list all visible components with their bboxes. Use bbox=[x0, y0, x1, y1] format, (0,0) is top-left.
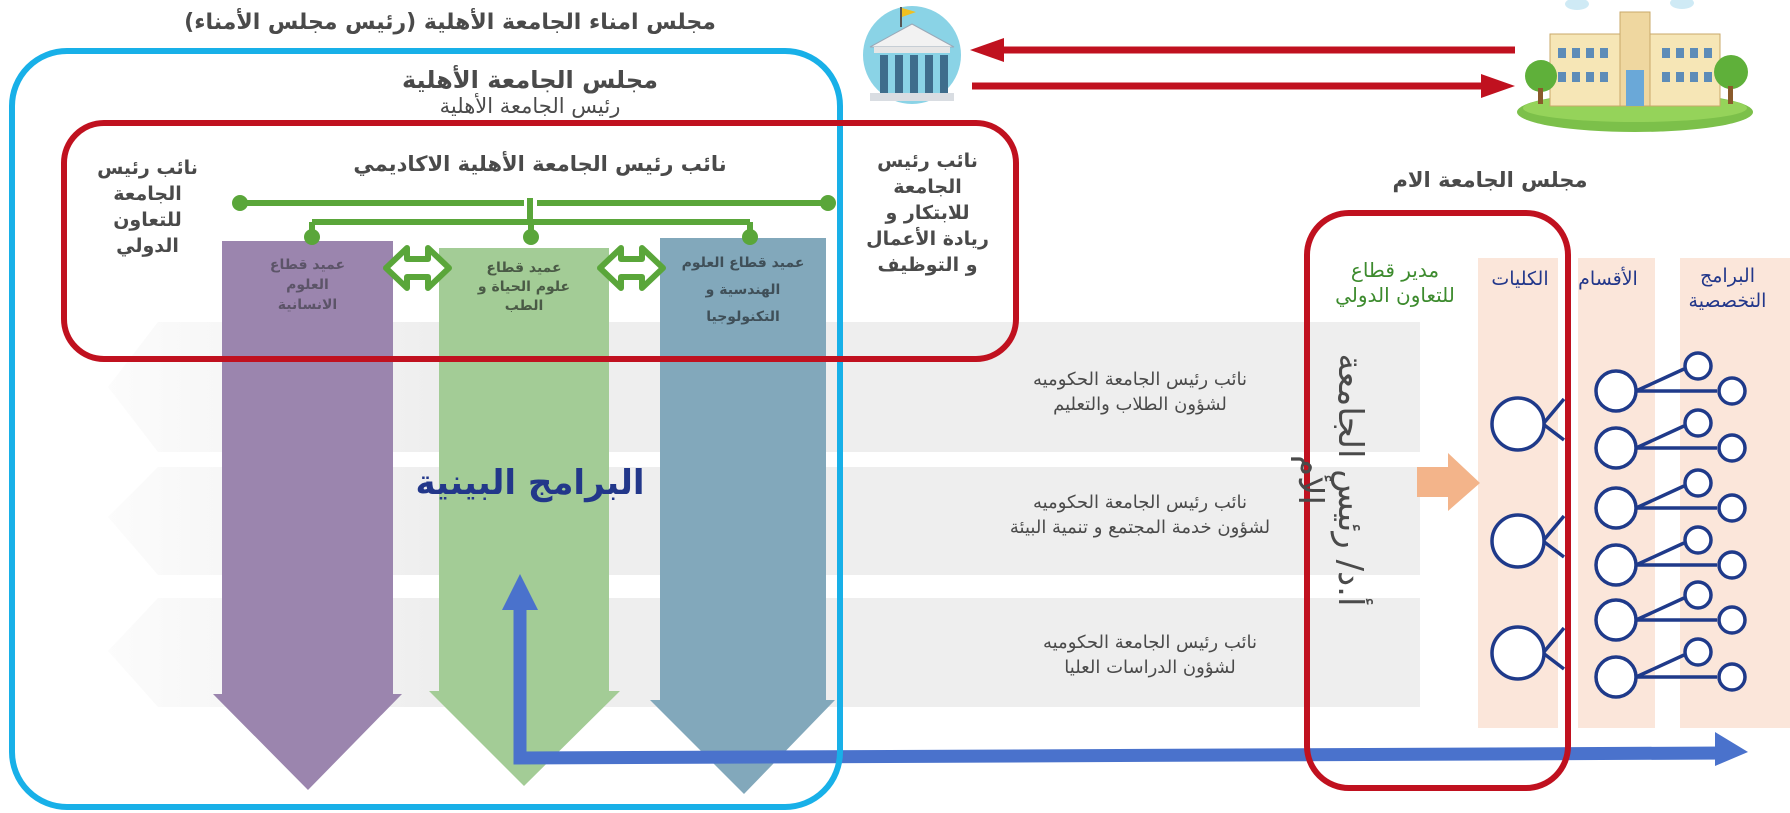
building-columns-icon bbox=[863, 6, 961, 104]
university-campus-icon bbox=[1517, 0, 1753, 132]
tree-branch bbox=[1635, 484, 1685, 510]
dean-columns bbox=[213, 238, 835, 794]
program-node bbox=[1683, 637, 1713, 667]
mother-president-vertical-label: أ.د/ رئيس الجامعة الأم bbox=[1290, 353, 1370, 607]
academic-vp-label: نائب رئيس الجامعة الأهلية الاكاديمي bbox=[353, 152, 727, 176]
private-council-title: مجلس الجامعة الأهلية bbox=[402, 66, 658, 94]
tree-branch bbox=[1541, 397, 1566, 426]
humanities-dean-label: عميد قطاع العلوم الانسانية bbox=[269, 257, 346, 313]
mother-council-title: مجلس الجامعة الام bbox=[1392, 168, 1588, 192]
interdisciplinary-programs-label: البرامج البينية bbox=[415, 463, 645, 503]
program-node bbox=[1683, 408, 1713, 438]
department-node bbox=[1594, 543, 1638, 587]
program-node bbox=[1683, 468, 1713, 498]
program-node bbox=[1717, 493, 1747, 523]
tree-branch bbox=[1541, 514, 1566, 543]
tree-branch bbox=[1635, 541, 1685, 567]
double-arrow-right bbox=[597, 245, 666, 291]
department-node bbox=[1594, 598, 1638, 642]
inter-column-links bbox=[383, 245, 666, 291]
gov-vp-students: نائب رئيس الجامعة الحكوميه لشؤون الطلاب … bbox=[1032, 369, 1248, 415]
program-node bbox=[1717, 662, 1747, 692]
specialized-programs-label: البرامج التخصصية bbox=[1688, 265, 1767, 312]
life-medicine-column-arrow bbox=[429, 248, 620, 786]
connector-nodes bbox=[232, 195, 836, 245]
department-node bbox=[1594, 486, 1638, 530]
gov-vp-graduate: نائب رئيس الجامعة الحكوميه لشؤون الدراسا… bbox=[1042, 632, 1258, 678]
board-of-trustees-frame bbox=[9, 48, 843, 810]
tree-branch bbox=[1635, 596, 1685, 622]
tree-branch bbox=[1635, 424, 1685, 450]
departments-label: الأقسام bbox=[1578, 268, 1638, 290]
engineering-dean-label: عميد قطاع العلوم الهندسية و التكنولوجيا bbox=[681, 255, 805, 325]
life-medicine-dean-label: عميد قطاع علوم الحياة و الطب bbox=[477, 260, 571, 314]
tree-branch bbox=[1541, 651, 1566, 671]
department-node bbox=[1594, 655, 1638, 699]
program-node bbox=[1717, 433, 1747, 463]
mother-structure-columns bbox=[1478, 258, 1790, 728]
college-node bbox=[1490, 396, 1546, 452]
private-council-subtitle: رئيس الجامعة الأهلية bbox=[439, 94, 621, 118]
innovation-vp-label: نائب رئيس الجامعة للابتكار و ريادة الأعم… bbox=[866, 150, 989, 276]
tree-branch bbox=[1635, 653, 1685, 679]
program-node bbox=[1717, 550, 1747, 580]
tree-branch bbox=[1541, 626, 1566, 655]
program-node bbox=[1717, 376, 1747, 406]
peach-arrow bbox=[1417, 453, 1480, 511]
department-node bbox=[1594, 426, 1638, 470]
program-node bbox=[1683, 351, 1713, 381]
private-council-frame bbox=[61, 120, 1019, 362]
mother-president-frame bbox=[1304, 210, 1571, 791]
tree-branch bbox=[1541, 422, 1566, 442]
college-node bbox=[1490, 625, 1546, 681]
double-arrow-left bbox=[383, 245, 452, 291]
gov-vp-community: نائب رئيس الجامعة الحكوميه لشؤون خدمة ال… bbox=[1009, 492, 1271, 538]
program-node bbox=[1717, 605, 1747, 635]
colleges-label: الكليات bbox=[1491, 268, 1549, 290]
tree-branch bbox=[1635, 367, 1685, 393]
engineering-column-arrow bbox=[650, 238, 835, 794]
college-node bbox=[1490, 513, 1546, 569]
tree-branch bbox=[1541, 539, 1566, 559]
department-node bbox=[1594, 369, 1638, 413]
hierarchy-tree bbox=[1490, 351, 1747, 699]
board-of-trustees-title: مجلس امناء الجامعة الأهلية (رئيس مجلس ال… bbox=[184, 10, 716, 35]
program-node bbox=[1683, 580, 1713, 610]
humanities-column-arrow bbox=[213, 241, 402, 790]
international-sector-director-label: مدير قطاع للتعاون الدولي bbox=[1335, 258, 1455, 307]
international-vp-label: نائب رئيس الجامعة للتعاون الدولي bbox=[97, 157, 198, 257]
program-node bbox=[1683, 525, 1713, 555]
institution-links bbox=[970, 38, 1515, 98]
cooperation-path-arrow bbox=[502, 574, 1748, 766]
government-bands bbox=[108, 322, 1420, 707]
